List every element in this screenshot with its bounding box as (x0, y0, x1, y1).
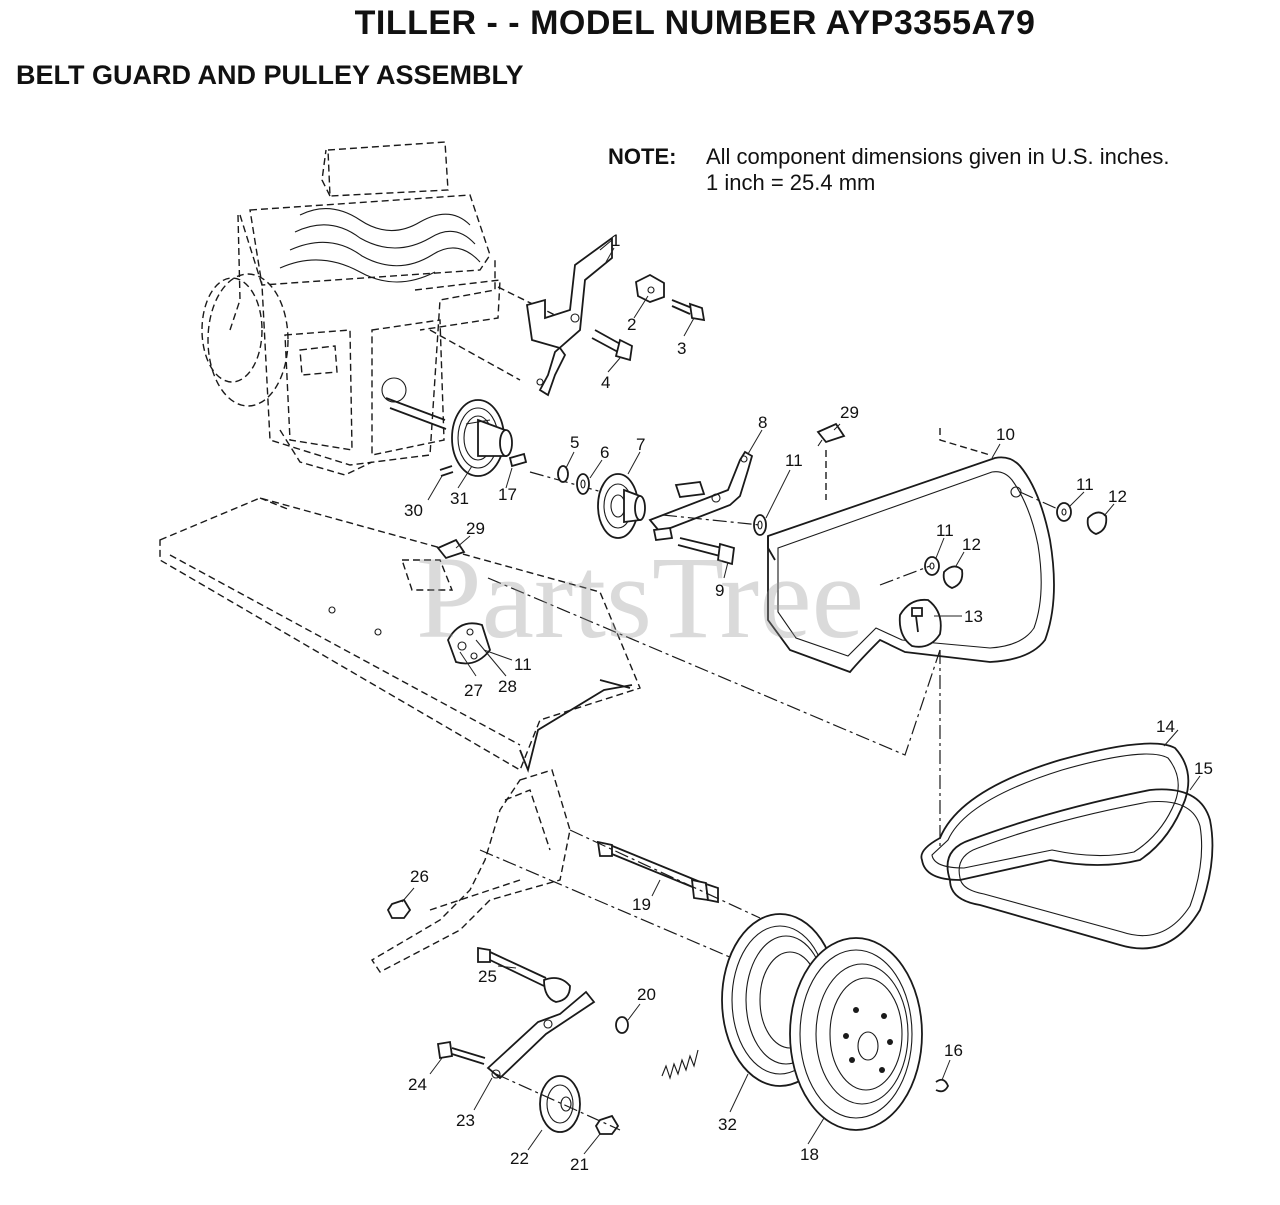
callout-22: 22 (510, 1149, 529, 1168)
washer-part-5 (557, 465, 569, 483)
note-line-2: 1 inch = 25.4 mm (706, 170, 876, 195)
callout-12-guard-right: 12 (1108, 487, 1127, 506)
callout-29-shield: 29 (466, 519, 485, 538)
callout-6: 6 (600, 443, 609, 462)
belt-part-14 (920, 742, 1190, 881)
callout-24: 24 (408, 1075, 427, 1094)
callout-26: 26 (410, 867, 429, 886)
callout-7: 7 (636, 435, 645, 454)
callout-32: 32 (718, 1115, 737, 1134)
nut-part-12-guard-mid (942, 565, 964, 589)
callout-3: 3 (677, 339, 686, 358)
spring (661, 1049, 699, 1080)
note-line-1: All component dimensions given in U.S. i… (706, 144, 1170, 169)
washer-part-20 (615, 1016, 629, 1034)
callout-17: 17 (498, 485, 517, 504)
nut-part-26 (386, 898, 412, 919)
idler-arm-part-8 (648, 450, 754, 541)
section-title: BELT GUARD AND PULLEY ASSEMBLY (16, 60, 524, 90)
washer-part-11-idler (753, 514, 767, 536)
callout-15: 15 (1194, 759, 1213, 778)
bolt-part-24 (436, 1040, 486, 1065)
callout-11-shield: 11 (514, 655, 532, 674)
key-part-17 (508, 452, 528, 468)
nut-part-21 (594, 1114, 620, 1135)
washer-part-11-guard-right (1056, 502, 1072, 522)
callout-2: 2 (627, 315, 636, 334)
engine-pulley-part-31 (451, 399, 513, 477)
callout-1: 1 (611, 231, 620, 250)
callout-31: 31 (450, 489, 469, 508)
lower-shield-panel (159, 497, 641, 773)
bolt-part-9 (677, 537, 735, 566)
bracket-part-13 (898, 598, 942, 648)
tine-frame-bracket (371, 769, 571, 973)
callout-28: 28 (498, 677, 517, 696)
callout-14: 14 (1156, 717, 1175, 736)
idler-bracket-part-23 (486, 990, 596, 1080)
belt-part-15 (946, 788, 1214, 950)
idler-pulley-part-7 (597, 473, 646, 539)
setscrew-part-30 (439, 465, 454, 477)
clip-part-29-shield (436, 538, 466, 560)
engine-phantom (201, 141, 566, 476)
callout-23: 23 (456, 1111, 475, 1130)
callout-16: 16 (944, 1041, 963, 1060)
page-title: TILLER - - MODEL NUMBER AYP3355A79 (354, 4, 1036, 42)
callout-13: 13 (964, 607, 983, 626)
clip-part-2 (635, 273, 665, 303)
callout-numbers: 1 2 3 4 5 6 7 8 9 10 11 11 11 11 12 12 1… (404, 231, 1213, 1174)
retaining-ring-part-16 (935, 1078, 949, 1093)
callout-19: 19 (632, 895, 651, 914)
callout-21: 21 (570, 1155, 589, 1174)
callout-11-guard-right: 11 (1076, 475, 1094, 494)
callout-4: 4 (601, 373, 610, 392)
large-pulley-part-18 (789, 937, 923, 1131)
note-label: NOTE: (608, 144, 677, 169)
bracket-parts-27-28 (447, 622, 492, 665)
callout-8: 8 (758, 413, 767, 432)
small-idler-pulley-part-22 (539, 1075, 581, 1133)
callout-11-idler: 11 (785, 451, 803, 470)
callout-12-guard-mid: 12 (962, 535, 981, 554)
bolt-part-4 (591, 329, 633, 362)
callout-27: 27 (464, 681, 483, 700)
belt-guard-part-10 (767, 428, 1055, 674)
bolt-part-3 (671, 299, 706, 322)
nut-part-12-guard-right (1086, 511, 1108, 535)
clip-part-29-guard (816, 422, 846, 447)
washer-part-11-guard-mid (924, 556, 940, 576)
washer-part-6 (576, 473, 590, 495)
callout-29-guard: 29 (840, 403, 859, 422)
callout-18: 18 (800, 1145, 819, 1164)
callout-10: 10 (996, 425, 1015, 444)
callout-9: 9 (715, 581, 724, 600)
callout-25: 25 (478, 967, 497, 986)
callout-leaders (401, 247, 1201, 1155)
callout-11-guard-mid: 11 (936, 521, 954, 540)
engine-bracket-part-1 (525, 236, 613, 397)
callout-20: 20 (637, 985, 656, 1004)
callout-30: 30 (404, 501, 423, 520)
shoulder-bolt-part-25 (477, 946, 571, 1003)
dimension-note: NOTE: All component dimensions given in U… (608, 144, 1169, 196)
callout-5: 5 (570, 433, 579, 452)
